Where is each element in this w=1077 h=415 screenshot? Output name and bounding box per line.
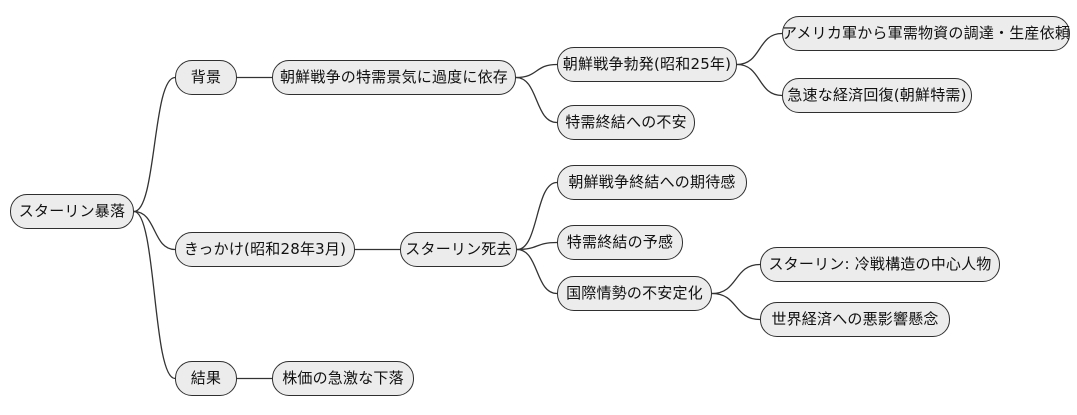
node-label: 背景 <box>190 68 222 86</box>
mind-map-node[interactable]: 世界経済への悪影響懸念 <box>760 302 950 337</box>
mind-map-edge <box>516 248 558 295</box>
mind-map-edge <box>711 263 761 295</box>
mind-map-node[interactable]: 急速な経済回復(朝鮮特需) <box>782 78 972 113</box>
node-label: 特需終結の予感 <box>566 233 674 251</box>
node-label: 朝鮮戦争の特需景気に過度に依存 <box>279 68 508 86</box>
node-label: 急速な経済回復(朝鮮特需) <box>787 86 967 104</box>
mind-map-edge <box>133 76 176 213</box>
mind-map-node[interactable]: 国際情勢の不安定化 <box>557 276 712 311</box>
mind-map-node[interactable]: 株価の急激な下落 <box>272 361 414 396</box>
node-label: 朝鮮戦争終結への期待感 <box>568 173 736 191</box>
mind-map-node[interactable]: 朝鮮戦争の特需景気に過度に依存 <box>272 60 516 95</box>
node-label: 朝鮮戦争勃発(昭和25年) <box>562 55 732 73</box>
node-label: 世界経済への悪影響懸念 <box>771 310 939 328</box>
mind-map-edge <box>711 292 761 321</box>
mind-map-edge <box>736 32 783 66</box>
mind-map-node[interactable]: スターリン: 冷戦構造の中心人物 <box>760 247 1000 282</box>
node-label: スターリン暴落 <box>18 202 126 220</box>
mind-map-node[interactable]: スターリン死去 <box>400 232 517 267</box>
node-label: アメリカ軍から軍需物資の調達・生産依頼 <box>781 24 1071 42</box>
mind-map-root-node[interactable]: スターリン暴落 <box>10 194 134 229</box>
mind-map-node[interactable]: 朝鮮戦争終結への期待感 <box>557 165 747 200</box>
mind-map-edge <box>515 76 558 124</box>
mind-map-edge <box>133 210 176 251</box>
mind-map-node[interactable]: 背景 <box>175 60 237 95</box>
node-label: 結果 <box>190 369 222 387</box>
node-label: スターリン: 冷戦構造の中心人物 <box>768 255 992 273</box>
node-label: 国際情勢の不安定化 <box>566 284 703 302</box>
mind-map-edge <box>736 63 783 97</box>
node-label: 株価の急激な下落 <box>282 369 404 387</box>
node-label: 特需終結への不安 <box>565 113 687 131</box>
mind-map-edge <box>515 63 558 79</box>
node-label: きっかけ(昭和28年3月) <box>183 240 347 258</box>
mind-map-node[interactable]: 特需終結の予感 <box>557 225 683 260</box>
mind-map-node[interactable]: 結果 <box>175 361 237 396</box>
mind-map-edge <box>516 241 558 251</box>
mind-map-node[interactable]: 朝鮮戦争勃発(昭和25年) <box>557 47 737 82</box>
mind-map-node[interactable]: アメリカ軍から軍需物資の調達・生産依頼 <box>782 16 1070 51</box>
mind-map-edge <box>516 181 558 251</box>
mind-map-node[interactable]: きっかけ(昭和28年3月) <box>175 232 355 267</box>
mind-map-edge <box>133 210 176 380</box>
mind-map-node[interactable]: 特需終結への不安 <box>557 105 695 140</box>
node-label: スターリン死去 <box>405 240 512 258</box>
